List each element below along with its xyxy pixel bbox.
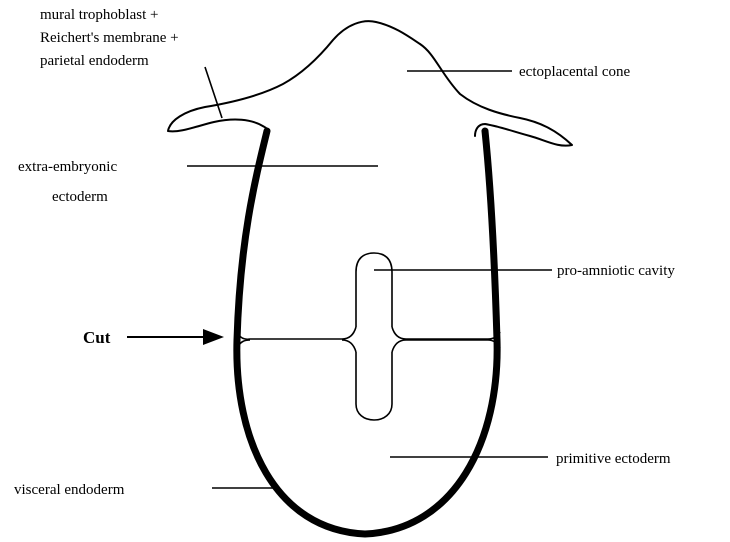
label-extraembryonic-line2: ectoderm [52,189,108,205]
label-mural-line1: mural trophoblast + [40,7,158,23]
cut-plane-right [392,327,500,339]
label-ectoplacental-cone: ectoplacental cone [519,64,631,80]
label-mural-line3: parietal endoderm [40,53,149,69]
label-visceral-endoderm: visceral endoderm [14,482,125,498]
leader-mural [205,67,222,118]
cut-plane-left-inner-lower [342,340,356,352]
label-extraembryonic-line1: extra-embryonic [18,159,117,175]
cut-arrow-head [203,329,224,345]
label-primitive-ectoderm: primitive ectoderm [556,451,671,467]
proamniotic-cavity-shape [356,253,392,420]
cut-plane-right-lower [392,340,500,352]
ectoplacental-cone-outline [168,21,572,145]
label-proamniotic-cavity: pro-amniotic cavity [557,263,675,279]
visceral-endoderm-layer [237,131,497,534]
cut-plane-left [237,327,356,339]
label-mural-line2: Reichert's membrane + [40,30,179,46]
label-cut: Cut [83,328,111,347]
